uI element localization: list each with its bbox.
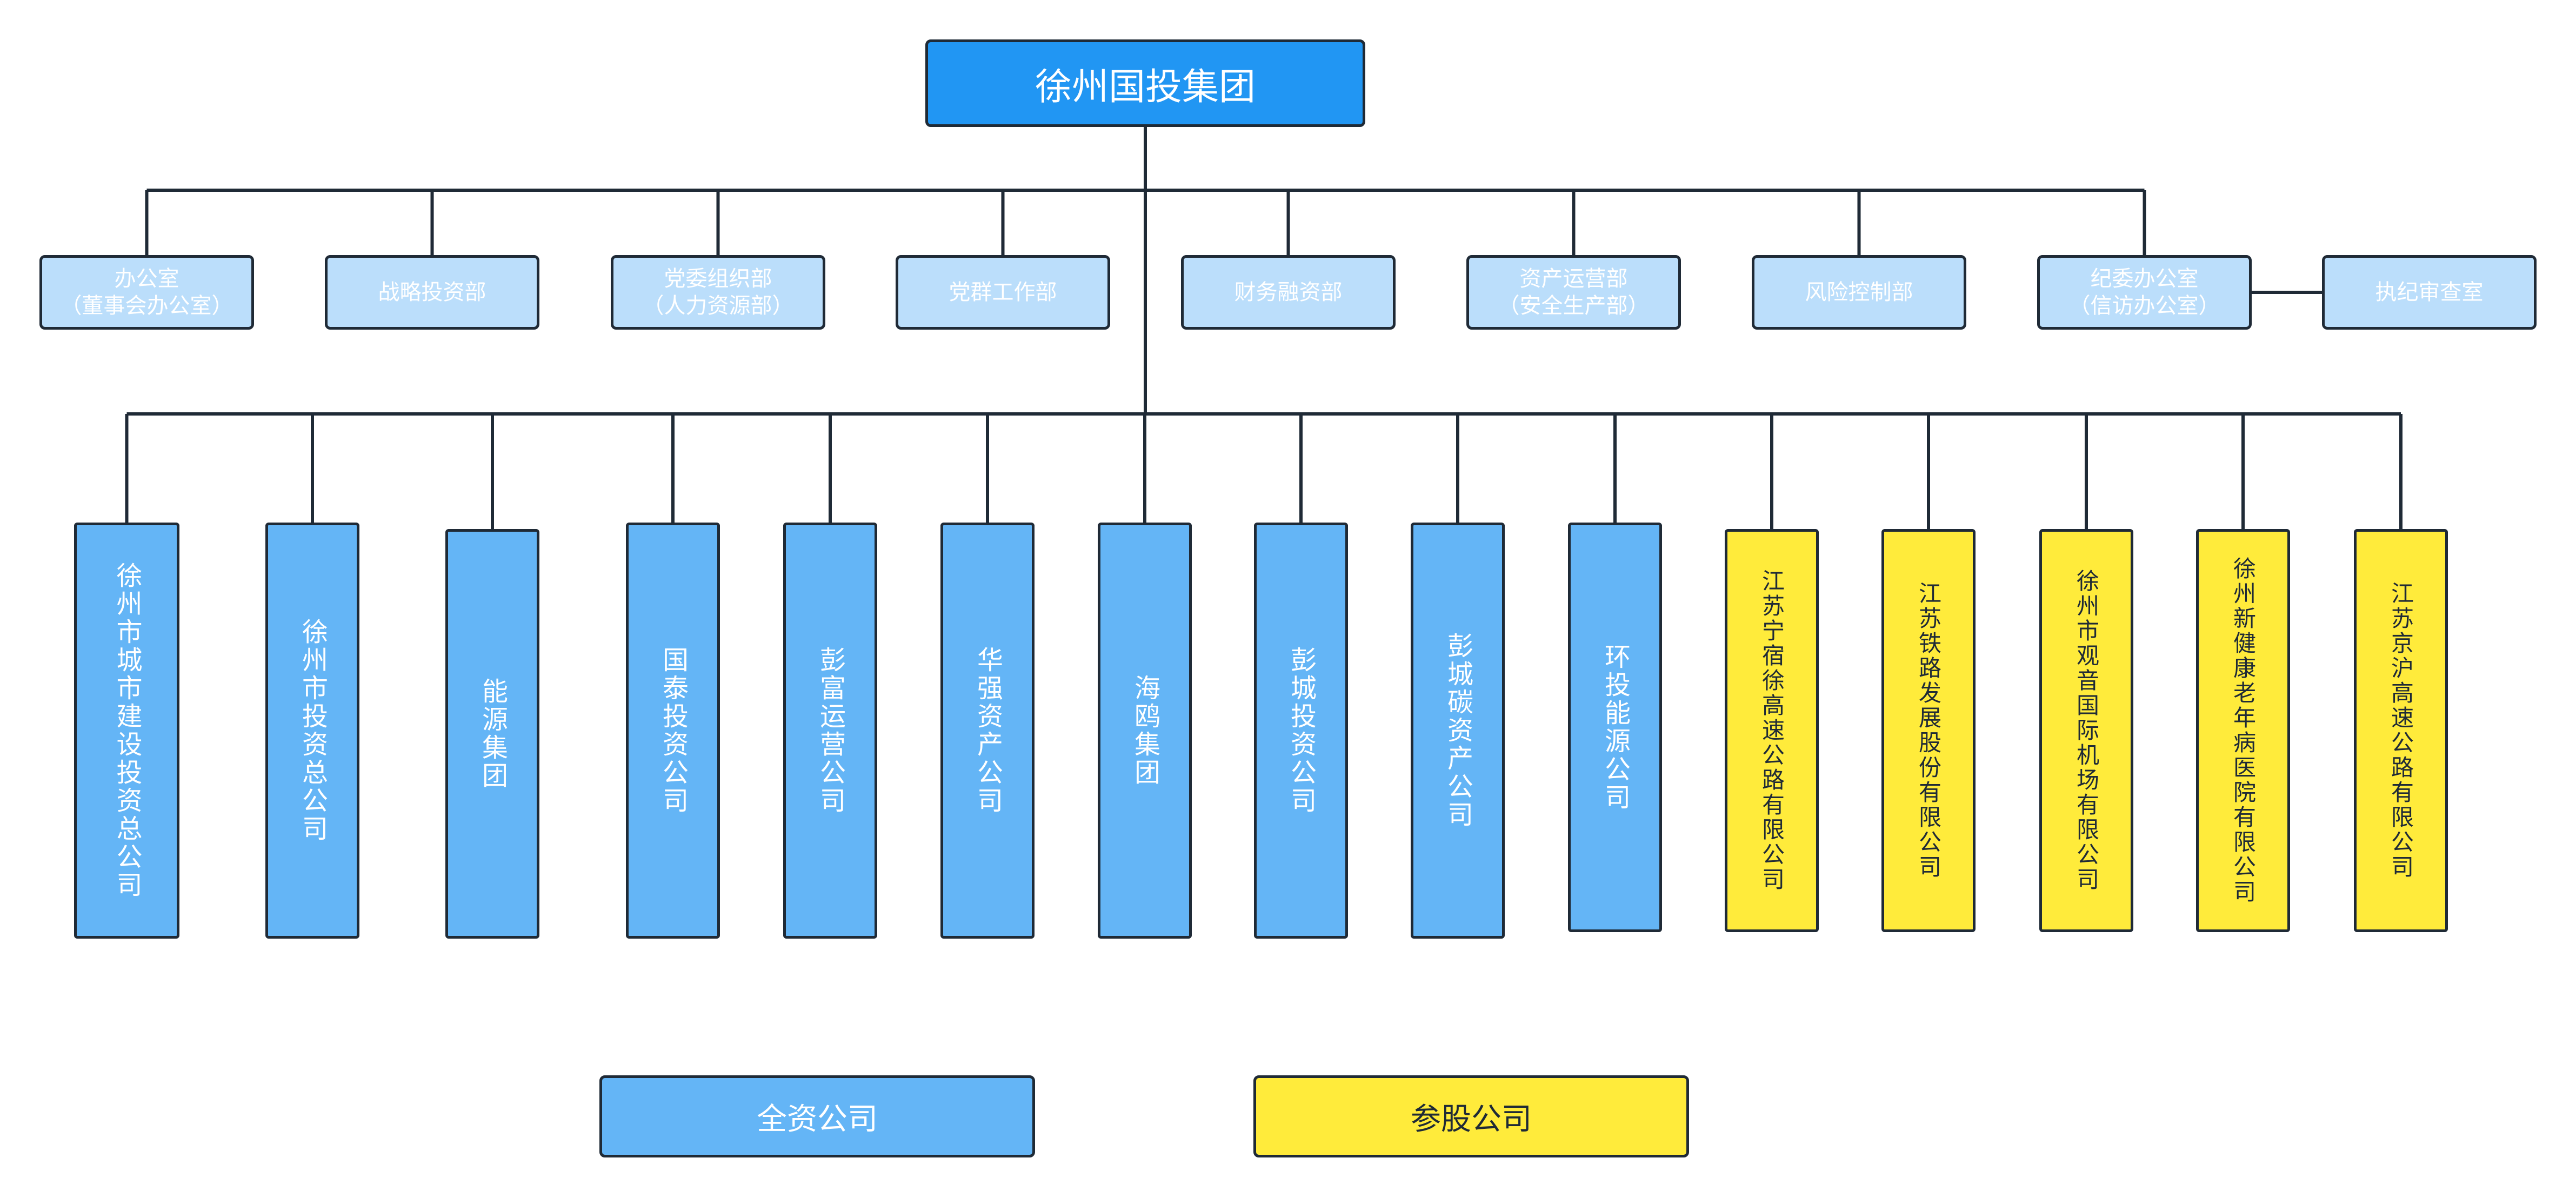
subsidiary-xuzhou-investment[interactable]: 徐州市投资总公司 bbox=[265, 523, 359, 939]
subsidiary-huaqiang-asset[interactable]: 华强资产公司 bbox=[940, 523, 1035, 939]
subsidiary-label: 彭城碳资产公司 bbox=[1443, 632, 1473, 829]
dept-discipline-review[interactable]: 执纪审查室 bbox=[2322, 255, 2537, 330]
dept-label: 财务融资部 bbox=[1234, 280, 1343, 305]
subsidiary-pengcheng-investment[interactable]: 彭城投资公司 bbox=[1254, 523, 1348, 939]
subsidiary-label: 江苏宁宿徐高速公路有限公司 bbox=[1758, 569, 1785, 892]
subsidiary-pengfu-operation[interactable]: 彭富运营公司 bbox=[783, 523, 877, 939]
subsidiary-label: 能源集团 bbox=[477, 678, 508, 790]
dept-risk-control[interactable]: 风险控制部 bbox=[1752, 255, 1966, 330]
subsidiary-xuzhou-urban-construction[interactable]: 徐州市城市建设投资总公司 bbox=[74, 523, 179, 939]
subsidiary-label: 徐州市观音国际机场有限公司 bbox=[2073, 569, 2100, 892]
subsidiary-haiou-group[interactable]: 海鸥集团 bbox=[1098, 523, 1192, 939]
dept-discipline-office[interactable]: 纪委办公室 （信访办公室） bbox=[2037, 255, 2252, 330]
subsidiary-label: 海鸥集团 bbox=[1130, 674, 1160, 787]
legend-equity-participation: 参股公司 bbox=[1253, 1075, 1689, 1157]
subsidiary-label: 国泰投资公司 bbox=[658, 646, 688, 815]
dept-party-organization[interactable]: 党委组织部 （人力资源部） bbox=[611, 255, 825, 330]
dept-label: 风险控制部 bbox=[1805, 280, 1913, 305]
dept-asset-operation[interactable]: 资产运营部 （安全生产部） bbox=[1466, 255, 1681, 330]
subsidiary-label: 彭富运营公司 bbox=[815, 646, 845, 815]
dept-label: 党群工作部 bbox=[949, 280, 1057, 305]
dept-label: 办公室 （董事会办公室） bbox=[60, 266, 233, 318]
legend-label: 参股公司 bbox=[1411, 1101, 1532, 1137]
dept-party-mass-work[interactable]: 党群工作部 bbox=[896, 255, 1110, 330]
subsidiary-jinghu-expressway[interactable]: 江苏京沪高速公路有限公司 bbox=[2354, 529, 2448, 932]
subsidiary-label: 彭城投资公司 bbox=[1286, 646, 1316, 815]
legend-label: 全资公司 bbox=[757, 1101, 878, 1137]
dept-label: 战略投资部 bbox=[378, 280, 486, 305]
subsidiary-pengcheng-carbon-asset[interactable]: 彭城碳资产公司 bbox=[1411, 523, 1505, 939]
subsidiary-guanyin-airport[interactable]: 徐州市观音国际机场有限公司 bbox=[2039, 529, 2133, 932]
subsidiary-label: 徐州市城市建设投资总公司 bbox=[111, 562, 142, 899]
subsidiary-label: 徐州市投资总公司 bbox=[297, 618, 328, 843]
dept-office[interactable]: 办公室 （董事会办公室） bbox=[39, 255, 254, 330]
subsidiary-label: 江苏京沪高速公路有限公司 bbox=[2387, 581, 2414, 880]
subsidiary-huantou-energy[interactable]: 环投能源公司 bbox=[1568, 523, 1662, 932]
subsidiary-label: 华强资产公司 bbox=[972, 646, 1003, 815]
subsidiary-label: 环投能源公司 bbox=[1600, 643, 1630, 812]
subsidiary-label: 徐州新健康老年病医院有限公司 bbox=[2230, 557, 2257, 905]
subsidiary-jiangsu-railway[interactable]: 江苏铁路发展股份有限公司 bbox=[1881, 529, 1976, 932]
legend-wholly-owned: 全资公司 bbox=[599, 1075, 1035, 1157]
dept-finance[interactable]: 财务融资部 bbox=[1181, 255, 1396, 330]
dept-strategic-investment[interactable]: 战略投资部 bbox=[325, 255, 539, 330]
dept-label: 党委组织部 （人力资源部） bbox=[642, 266, 794, 318]
subsidiary-ningsuxu-expressway[interactable]: 江苏宁宿徐高速公路有限公司 bbox=[1725, 529, 1819, 932]
dept-label: 执纪审查室 bbox=[2375, 280, 2484, 305]
subsidiary-label: 江苏铁路发展股份有限公司 bbox=[1915, 581, 1942, 880]
subsidiary-guotai-investment[interactable]: 国泰投资公司 bbox=[626, 523, 720, 939]
subsidiary-xinjiankang-hospital[interactable]: 徐州新健康老年病医院有限公司 bbox=[2196, 529, 2290, 932]
dept-label: 纪委办公室 （信访办公室） bbox=[2068, 266, 2220, 318]
subsidiary-energy-group[interactable]: 能源集团 bbox=[445, 529, 539, 939]
root-node-guotou-group[interactable]: 徐州国投集团 bbox=[925, 39, 1365, 127]
root-node-label: 徐州国投集团 bbox=[1035, 65, 1256, 109]
dept-label: 资产运营部 （安全生产部） bbox=[1498, 266, 1650, 318]
